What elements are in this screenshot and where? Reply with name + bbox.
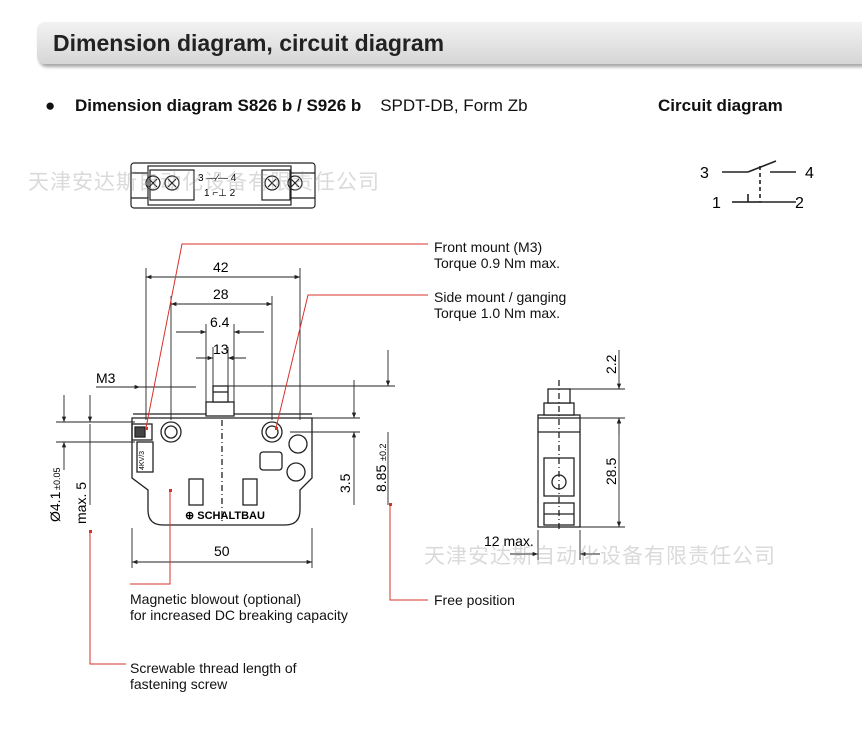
callout-free-position: Free position	[434, 592, 515, 608]
side-dimension-lines	[510, 350, 625, 560]
dimension-8-85: 8.85	[373, 465, 389, 492]
watermark-top: 天津安达斯自动化设备有限责任公司	[28, 171, 380, 194]
top-view-outline	[130, 162, 316, 209]
dimension-max-5: max. 5	[73, 482, 89, 524]
dimension-4-1-tolerance: ±0.05	[52, 468, 62, 490]
dimension-50: 50	[214, 543, 230, 559]
front-view-body	[131, 385, 313, 526]
side-view-body	[537, 380, 581, 530]
terminal-4: 4	[805, 165, 814, 182]
section-header-banner: Dimension diagram, circuit diagram	[37, 22, 862, 64]
callout-thread-length: Screwable thread length of fastening scr…	[130, 660, 297, 692]
side-marking: 4KV/3	[139, 451, 146, 470]
dimension-3-5: 3.5	[337, 473, 353, 493]
dimension-12-max: 12 max.	[484, 533, 534, 549]
top-view-label-upper: 3 —∕— 4	[198, 173, 237, 184]
terminal-2: 2	[795, 195, 804, 212]
watermark-bottom: 天津安达斯自动化设备有限责任公司	[424, 545, 776, 568]
model-title: Dimension diagram S826 b / S926 b	[75, 96, 362, 115]
callout-magnetic-blowout: Magnetic blowout (optional) for increase…	[130, 591, 348, 623]
dimension-28: 28	[213, 286, 229, 302]
section-title: Dimension diagram, circuit diagram	[53, 30, 445, 56]
dimension-2-2: 2.2	[603, 354, 619, 374]
bullet-icon: ●	[45, 96, 56, 115]
callout-leaders	[89, 243, 428, 665]
circuit-diagram-title: Circuit diagram	[658, 96, 783, 115]
callout-side-mount: Side mount / ganging Torque 1.0 Nm max.	[434, 289, 567, 321]
dimension-m3: M3	[96, 370, 116, 386]
callout-markers	[89, 427, 392, 533]
dimension-diagram-heading: ● Dimension diagram S826 b / S926 b SPDT-…	[45, 96, 528, 116]
terminal-3: 3	[700, 165, 709, 182]
dimension-13: 13	[213, 341, 229, 357]
form-label: SPDT-DB, Form Zb	[380, 96, 528, 115]
dimension-6-4: 6.4	[210, 314, 230, 330]
brand-logo: ⊕ SCHALTBAU	[185, 510, 265, 522]
dimension-28-5: 28.5	[603, 458, 619, 485]
dimension-42: 42	[213, 259, 229, 275]
callout-front-mount: Front mount (M3) Torque 0.9 Nm max.	[434, 239, 561, 271]
front-dimension-lines	[56, 268, 395, 568]
terminal-1: 1	[712, 195, 721, 212]
dimension-8-85-tolerance: ±0.2	[378, 444, 388, 461]
circuit-symbol	[722, 160, 796, 203]
dimension-4-1: Ø4.1	[47, 491, 63, 522]
top-view-label-lower: 1 ⌐⊥ 2	[204, 188, 236, 199]
